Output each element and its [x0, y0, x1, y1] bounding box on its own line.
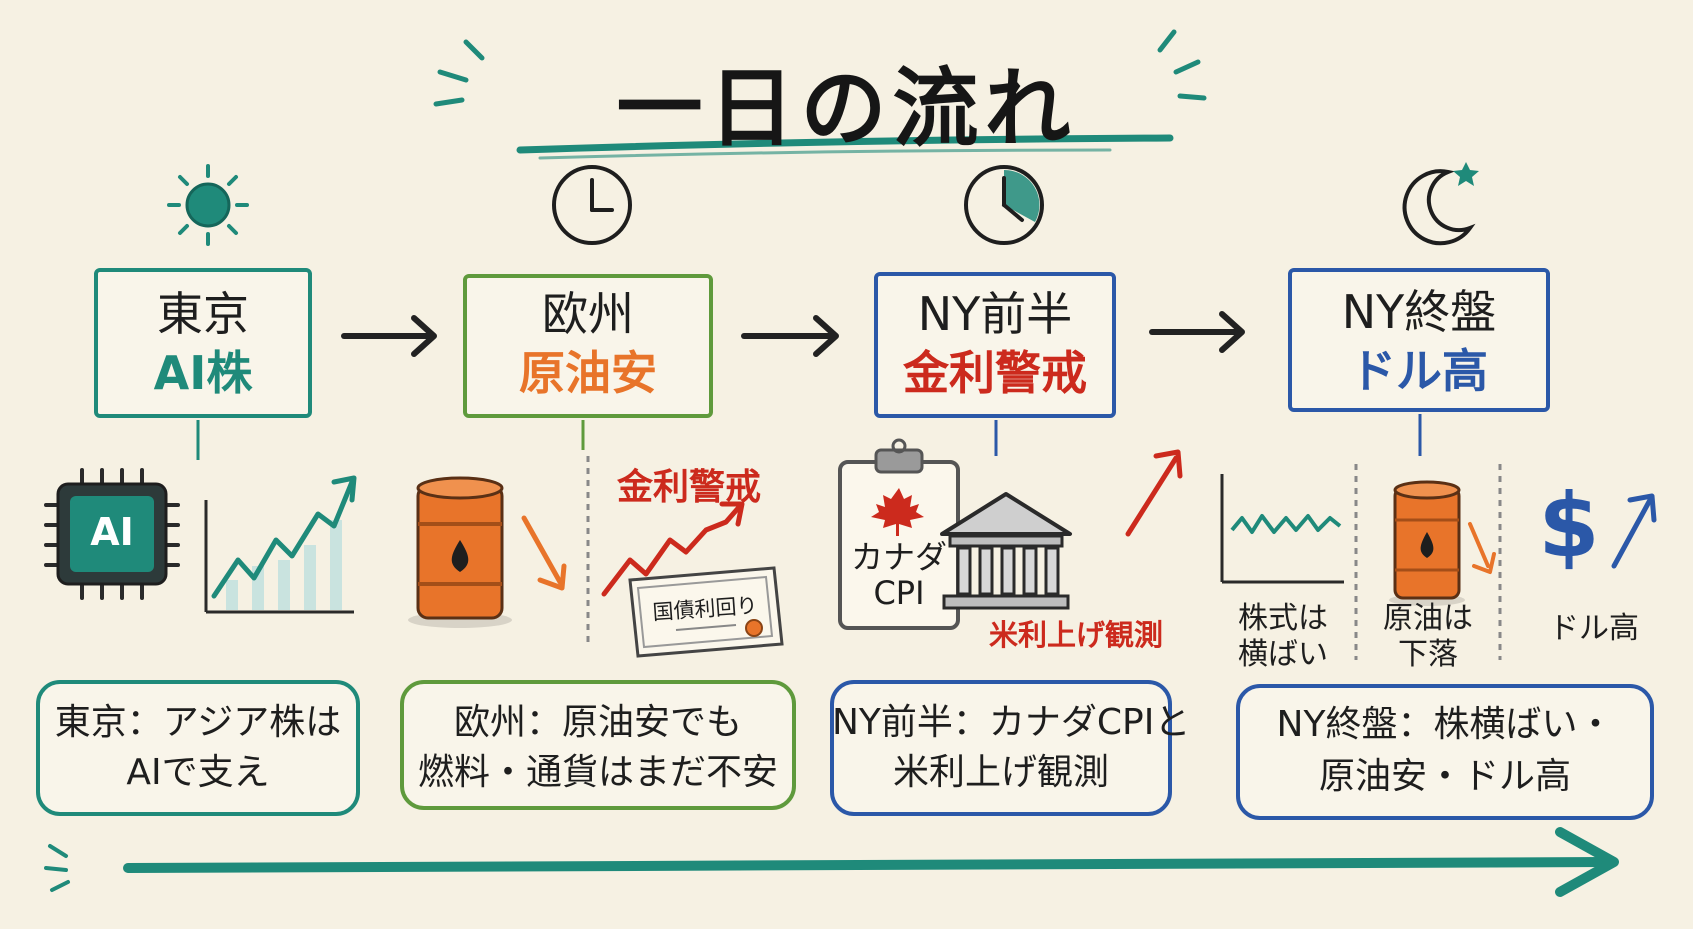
down-arrow	[1468, 522, 1496, 574]
clock-icon	[552, 165, 632, 245]
flow-arrow	[1149, 311, 1245, 353]
stage-box-europe	[463, 274, 713, 418]
caption-europe-line2: 燃料・通貨はまだ不安	[417, 752, 778, 793]
down-arrow	[521, 515, 567, 591]
maple-leaf-icon	[871, 488, 924, 536]
stage-label-ny-early: NY前半	[917, 287, 1073, 341]
oil-barrel-icon	[1389, 480, 1465, 606]
stage-box-ny-late	[1288, 268, 1550, 412]
flow-arrow	[741, 315, 839, 357]
stage-label-ny-late: NY終盤	[1341, 285, 1497, 339]
rate-hike-label: 米利上げ観測	[988, 618, 1163, 652]
stage-sub-ny-late: ドル高	[1350, 344, 1488, 398]
title-underline	[516, 134, 1174, 154]
timeline-arrow	[123, 827, 1619, 897]
stocks-flat-line2: 横ばい	[1238, 637, 1328, 672]
caption-ny-late-line2: 原油安・ドル高	[1318, 756, 1571, 797]
oil-down-line1: 原油は	[1383, 601, 1473, 636]
stage-sub-tokyo: AI株	[153, 346, 253, 400]
caption-box-ny-early	[830, 680, 1172, 816]
oil-barrel-icon	[408, 476, 512, 628]
stage-sub-europe: 原油安	[519, 346, 657, 400]
caption-box-ny-late	[1236, 684, 1654, 820]
flow-arrow	[341, 315, 437, 357]
clipboard-line2: CPI	[873, 574, 925, 612]
dollar-sign-icon: $	[1538, 474, 1600, 577]
flat-chart-icon	[1220, 474, 1344, 584]
caption-ny-early-line1: NY前半：カナダCPIと	[832, 702, 1191, 743]
rising-line-icon	[601, 501, 745, 597]
stage-label-europe: 欧州	[542, 287, 634, 341]
stage-box-ny-early	[874, 272, 1116, 418]
clock-icon	[964, 165, 1044, 245]
stage-sub-ny-early: 金利警戒	[903, 346, 1087, 400]
clipboard-line1: カナダ	[850, 538, 947, 576]
caption-tokyo-line1: 東京：アジア株は	[54, 702, 342, 743]
bank-icon	[940, 492, 1072, 610]
rate-hike-arrow	[1125, 449, 1183, 537]
stage-label-tokyo: 東京	[157, 287, 249, 341]
rising-chart-icon	[204, 475, 357, 614]
dollar-high-label: ドル高	[1549, 611, 1639, 646]
caption-europe-line1: 欧州：原油安でも	[453, 702, 742, 743]
title-accent-left	[433, 39, 485, 107]
caption-ny-early-line2: 米利上げ観測	[892, 752, 1109, 793]
sun-icon	[167, 164, 249, 246]
oil-down-line2: 下落	[1398, 637, 1458, 672]
page-title: 一日の流れ	[616, 59, 1077, 159]
caption-tokyo-line2: AIで支え	[126, 752, 270, 793]
stocks-flat-line1: 株式は	[1238, 601, 1328, 636]
yields-title: 金利警戒	[616, 467, 761, 508]
caption-box-tokyo	[36, 680, 360, 816]
caption-ny-late-line1: NY終盤：株横ばい・	[1276, 704, 1614, 745]
title-accent-right	[1157, 29, 1207, 101]
caption-box-europe	[400, 680, 796, 810]
ai-chip-icon	[44, 468, 180, 600]
moon-star-icon	[1402, 162, 1479, 246]
ai-chip-label: AI	[90, 510, 134, 554]
up-arrow	[1611, 493, 1657, 569]
bond-certificate-icon	[628, 566, 784, 658]
timeline-accent	[44, 844, 70, 892]
stage-box-tokyo	[94, 268, 312, 418]
